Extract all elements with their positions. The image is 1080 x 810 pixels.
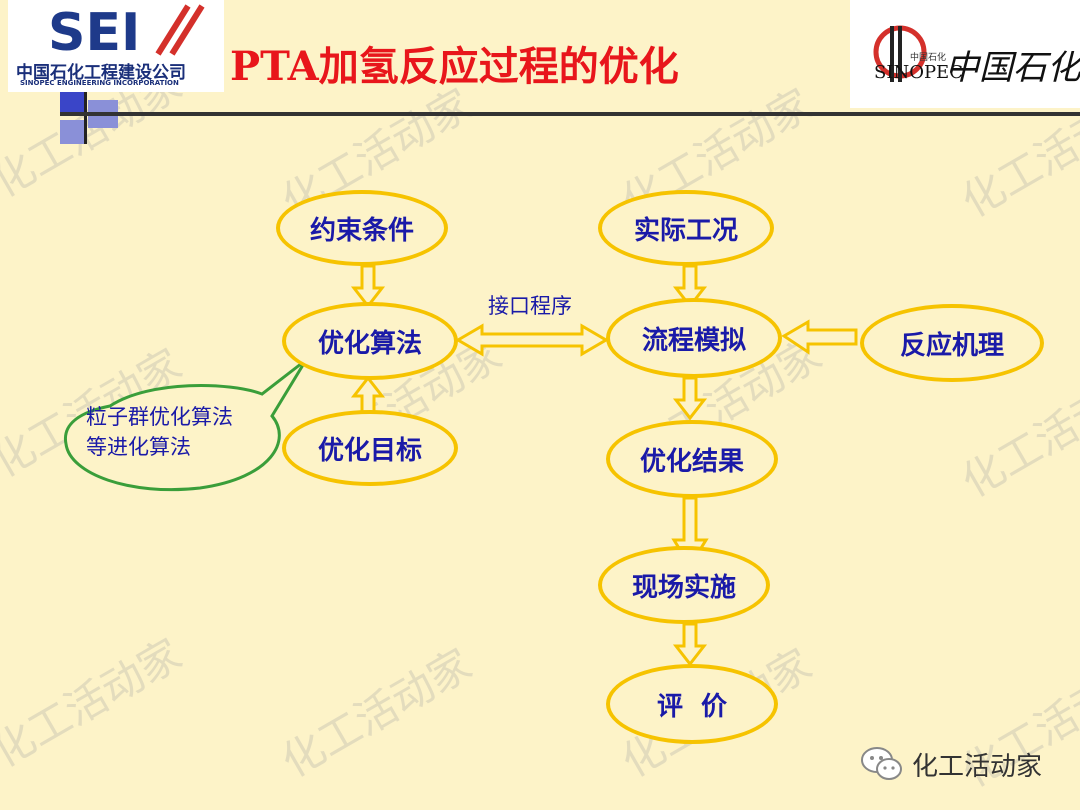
wechat-icon: [861, 747, 902, 780]
sei-logo: SEI 中国石化工程建设公司 SINOPEC ENGINEERING INCOR…: [8, 0, 224, 92]
sinopec-wordmark: SINOPEC: [874, 62, 963, 83]
arrow-interface-bidirectional: [455, 323, 609, 357]
arrow-implementation-to-evaluation: [674, 622, 706, 666]
node-actual: 实际工况: [598, 190, 774, 266]
edge-label-interface: 接口程序: [488, 294, 572, 318]
sinopec-logo: 中国石化 SINOPEC 中国石化: [850, 0, 1080, 108]
sei-logo-english: SINOPEC ENGINEERING INCORPORATION: [20, 79, 179, 87]
node-simulation: 流程模拟: [606, 298, 782, 378]
decor-line: [84, 92, 87, 144]
sinopec-brand: 中国石化: [945, 48, 1080, 88]
node-result: 优化结果: [606, 420, 778, 498]
footer: 化工活动家: [860, 744, 1042, 784]
arrow-constraints-to-algorithm: [352, 264, 384, 308]
node-algorithm: 优化算法: [282, 302, 458, 380]
callout-line: 等进化算法: [86, 435, 191, 459]
node-mechanism: 反应机理: [860, 304, 1044, 382]
node-constraints: 约束条件: [276, 190, 448, 266]
header-divider: [60, 112, 1080, 116]
node-objective: 优化目标: [282, 410, 458, 486]
sinopec-emblem-icon: [873, 25, 927, 82]
callout-text: 粒子群优化算法 等进化算法: [86, 402, 276, 462]
sei-logo-chinese: 中国石化工程建设公司: [16, 63, 186, 83]
page-title: PTA加氢反应过程的优化: [230, 43, 679, 90]
sei-logo-mark: SEI: [48, 3, 205, 58]
arrow-mechanism-to-simulation: [781, 319, 858, 355]
footer-text: 化工活动家: [912, 751, 1043, 782]
callout-bubble: [63, 358, 308, 492]
node-evaluation: 评 价: [606, 664, 778, 744]
arrow-simulation-to-result: [674, 376, 706, 420]
node-implementation: 现场实施: [598, 546, 770, 624]
decor-square: [60, 120, 86, 144]
sei-logo-letters: SEI: [48, 3, 140, 58]
sinopec-small-label: 中国石化: [910, 53, 947, 63]
callout-line: 粒子群优化算法: [86, 405, 233, 429]
